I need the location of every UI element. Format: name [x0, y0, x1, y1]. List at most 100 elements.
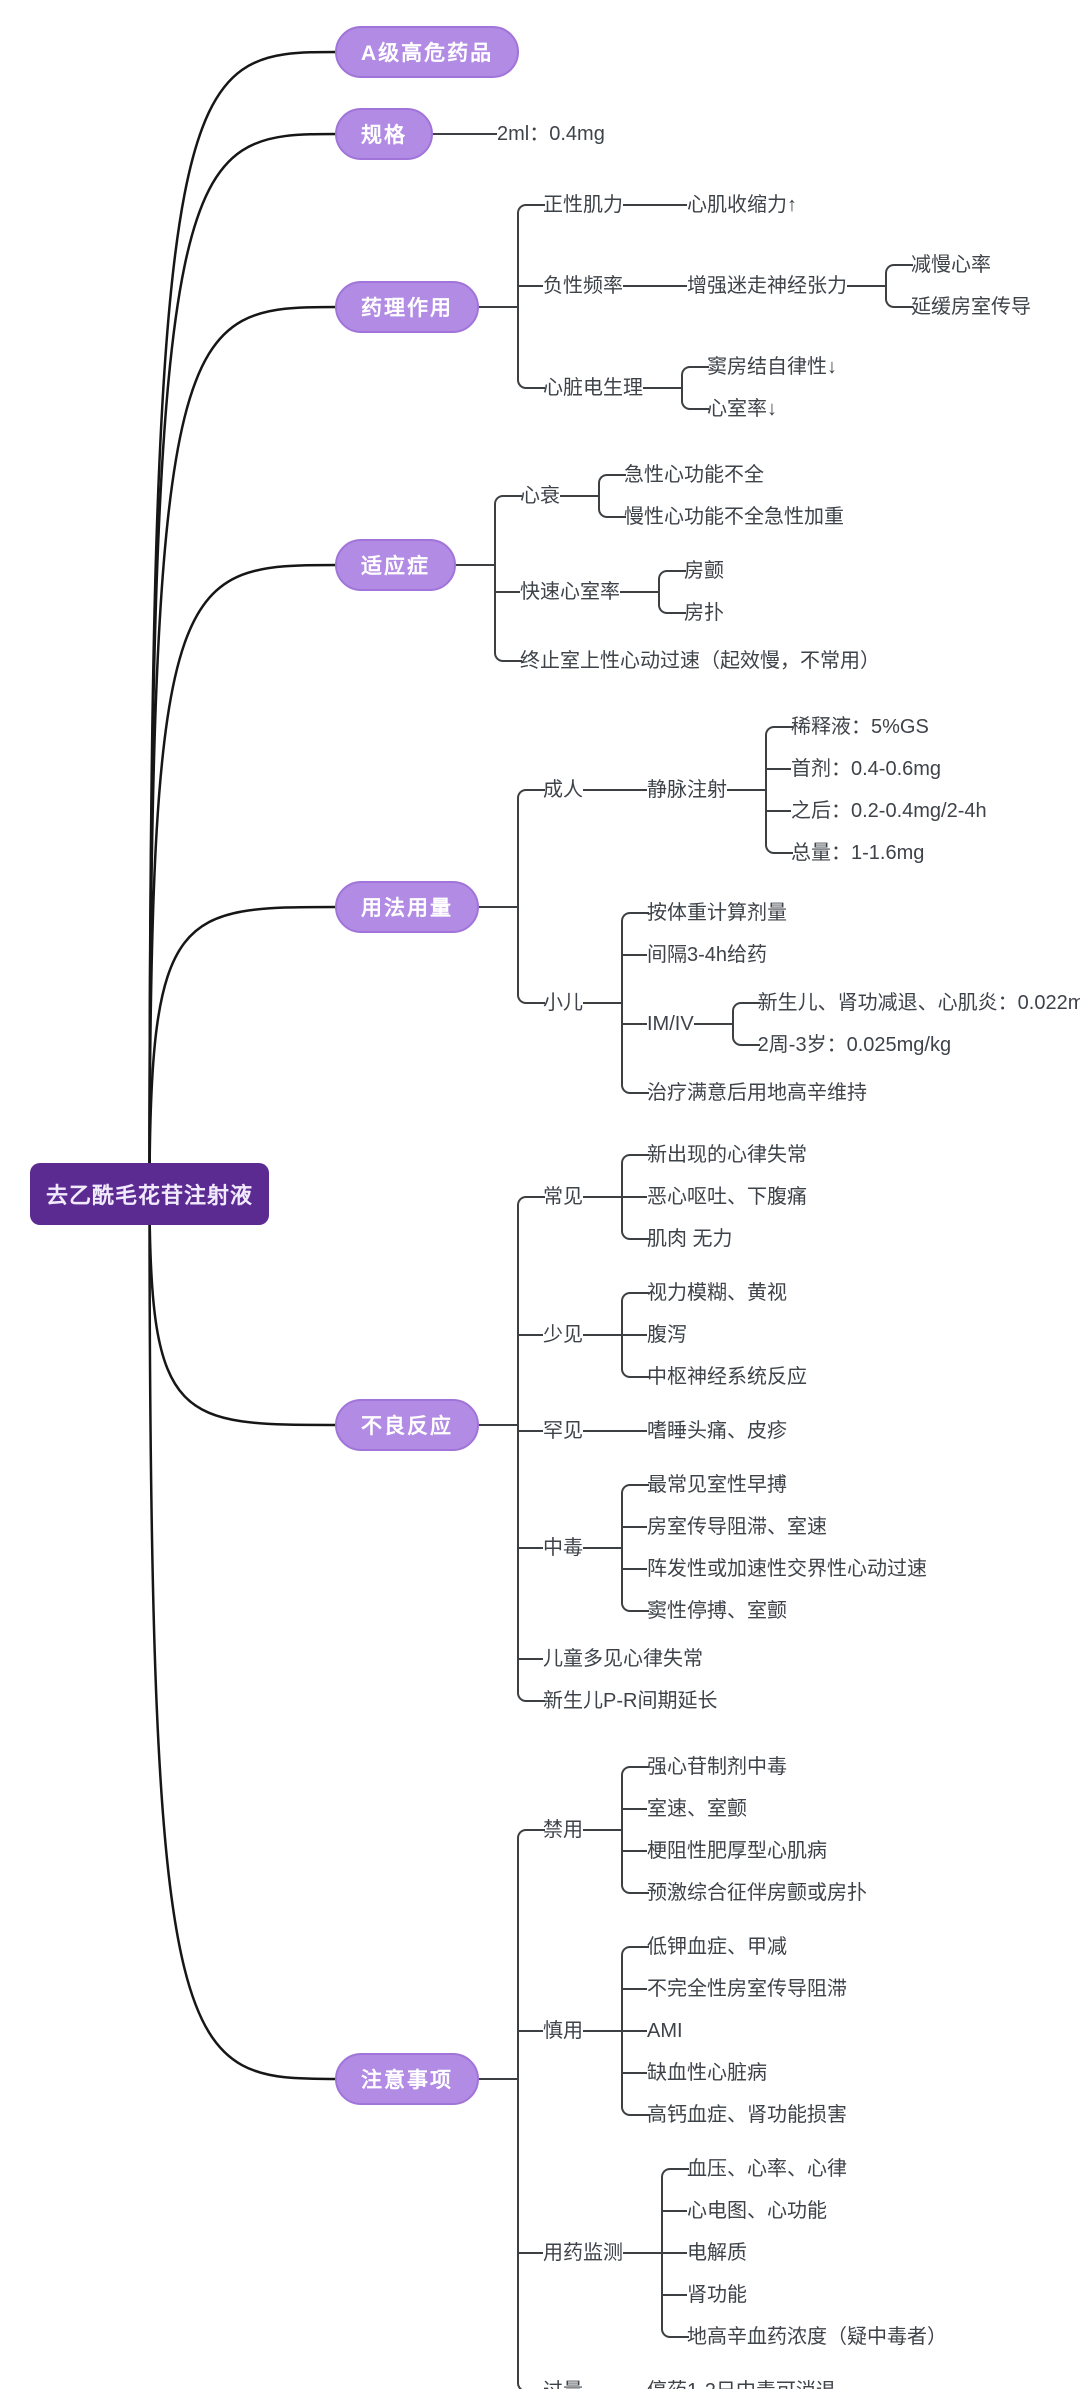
children-group: 窦房结自律性↓ 心室率↓ [681, 346, 837, 430]
tree-node: 嗜睡头痛、皮疹 [647, 1417, 787, 1445]
node-label: 稀释液：5%GS [791, 716, 929, 738]
connector-line [433, 133, 471, 135]
connector-line [583, 1334, 621, 1336]
connector-line [620, 591, 658, 593]
tree-node: 最常见室性早搏 [647, 1471, 787, 1499]
tree-row: 延缓房室传导 [885, 286, 1031, 328]
children-group: 房颤房扑 [658, 550, 724, 634]
tree-node: 血压、心率、心律 [687, 2155, 847, 2183]
tree-node: 少见视力模糊、黄视腹泻中枢神经系统反应 [543, 1272, 807, 1398]
branch-node: 药理作用正性肌力心肌收缩力↑负性频率增强迷走神经张力减慢心率延缓房室传导心脏电生… [335, 178, 1031, 436]
node-label: 心脏电生理 [543, 377, 643, 399]
children-group: 正性肌力心肌收缩力↑负性频率增强迷走神经张力减慢心率延缓房室传导心脏电生理窦房结… [517, 178, 1031, 436]
branch-row: 适应症心衰急性心功能不全慢性心功能不全急性加重快速心室率房颤房扑终止室上性心动过… [335, 448, 880, 682]
branch-pill: A级高危药品 [335, 26, 520, 78]
children-group: 嗜睡头痛、皮疹 [621, 1410, 787, 1452]
tree-row: 新生儿、肾功减退、心肌炎：0.022mg/kg [731, 982, 1080, 1024]
tree-row: IM/IV新生儿、肾功减退、心肌炎：0.022mg/kg2周-3岁：0.025m… [621, 976, 1080, 1072]
branch-pill: 不良反应 [335, 1399, 479, 1451]
tree-row: 电解质 [661, 2232, 947, 2274]
tree-row: 窦性停搏、室颤 [621, 1590, 927, 1632]
tree-row: 减慢心率 [885, 244, 1031, 286]
connector-line [583, 1196, 621, 1198]
node-label: 高钙血症、肾功能损害 [647, 2104, 847, 2126]
tree-node: 过量停药1-2日中毒可消退 [543, 2370, 836, 2389]
connector-line [643, 387, 681, 389]
node-label: 成人 [543, 779, 583, 801]
tree-row: 罕见 嗜睡头痛、皮疹 [517, 1404, 927, 1458]
tree-node: 心室率↓ [707, 395, 777, 423]
tree-node: 稀释液：5%GS [791, 713, 929, 741]
connector-line [479, 1424, 517, 1426]
tree-row: 急性心功能不全 [598, 454, 844, 496]
root-branch-curve [148, 1192, 341, 1427]
tree-row: 地高辛血药浓度（疑中毒者） [661, 2316, 947, 2358]
children-group: 减慢心率延缓房室传导 [885, 244, 1031, 328]
node-label: 按体重计算剂量 [647, 902, 787, 924]
node-label: 血压、心率、心律 [687, 2158, 847, 2180]
node-label: 减慢心率 [911, 254, 991, 276]
tree-row: 肾功能 [661, 2274, 947, 2316]
tree-node: 腹泻 [647, 1321, 687, 1349]
tree-node: 心衰急性心功能不全慢性心功能不全急性加重 [520, 454, 844, 538]
node-label: 小儿 [543, 992, 583, 1014]
tree-node: 负性频率增强迷走神经张力减慢心率延缓房室传导 [543, 238, 1031, 334]
tree-row: 缺血性心脏病 [621, 2052, 847, 2094]
node-label: 肌肉 无力 [647, 1228, 733, 1250]
branch-row: 药理作用正性肌力心肌收缩力↑负性频率增强迷走神经张力减慢心率延缓房室传导心脏电生… [335, 178, 1031, 436]
tree-node: 缺血性心脏病 [647, 2059, 767, 2087]
node-label: 不完全性房室传导阻滞 [647, 1978, 847, 2000]
tree-node: 阵发性或加速性交界性心动过速 [647, 1555, 927, 1583]
tree-node: 不完全性房室传导阻滞 [647, 1975, 847, 2003]
node-label: 罕见 [543, 1420, 583, 1442]
tree-node: 首剂：0.4-0.6mg [791, 755, 941, 783]
connector-line [583, 1002, 621, 1004]
connector-line [623, 285, 661, 287]
node-label: 恶心呕吐、下腹痛 [647, 1186, 807, 1208]
node-label: 负性频率 [543, 275, 623, 297]
tree-row: 阵发性或加速性交界性心动过速 [621, 1548, 927, 1590]
node-label: 禁用 [543, 1819, 583, 1841]
node-label: 窦房结自律性↓ [707, 356, 837, 378]
node-label: 肾功能 [687, 2284, 747, 2306]
node-label: 心电图、心功能 [687, 2200, 827, 2222]
tree-node: 罕见 嗜睡头痛、皮疹 [543, 1410, 787, 1452]
node-label: 房颤 [684, 560, 724, 582]
root-branch-curve [148, 1192, 341, 2081]
node-label: 嗜睡头痛、皮疹 [647, 1420, 787, 1442]
tree-node: 急性心功能不全 [624, 461, 764, 489]
tree-node: 间隔3-4h给药 [647, 941, 767, 969]
tree-row: 腹泻 [621, 1314, 807, 1356]
children-group: 2ml：0.4mg [471, 113, 605, 155]
connector-line [560, 495, 598, 497]
root-branch-curve [148, 563, 341, 1196]
root-node: 去乙酰毛花苷注射液 [30, 1163, 270, 1225]
tree-row: 血压、心率、心律 [661, 2148, 947, 2190]
tree-node: 2周-3岁：0.025mg/kg [758, 1031, 951, 1059]
tree-node: 视力模糊、黄视 [647, 1279, 787, 1307]
tree-row: 快速心室率房颤房扑 [494, 544, 880, 640]
tree-node: 高钙血症、肾功能损害 [647, 2101, 847, 2129]
tree-row: 梗阻性肥厚型心肌病 [621, 1830, 867, 1872]
tree-node: 梗阻性肥厚型心肌病 [647, 1837, 827, 1865]
tree-node: 窦房结自律性↓ [707, 353, 837, 381]
branch-node: A级高危药品 [335, 26, 520, 78]
connector-line [583, 1547, 621, 1549]
tree-row: 心室率↓ [681, 388, 837, 430]
tree-node: 快速心室率房颤房扑 [520, 550, 724, 634]
node-label: 新出现的心律失常 [647, 1144, 807, 1166]
branch-pill: 注意事项 [335, 2053, 479, 2105]
tree-node: 停药1-2日中毒可消退 [647, 2377, 836, 2389]
node-label: 心室率↓ [707, 398, 777, 420]
connector-line [727, 789, 765, 791]
